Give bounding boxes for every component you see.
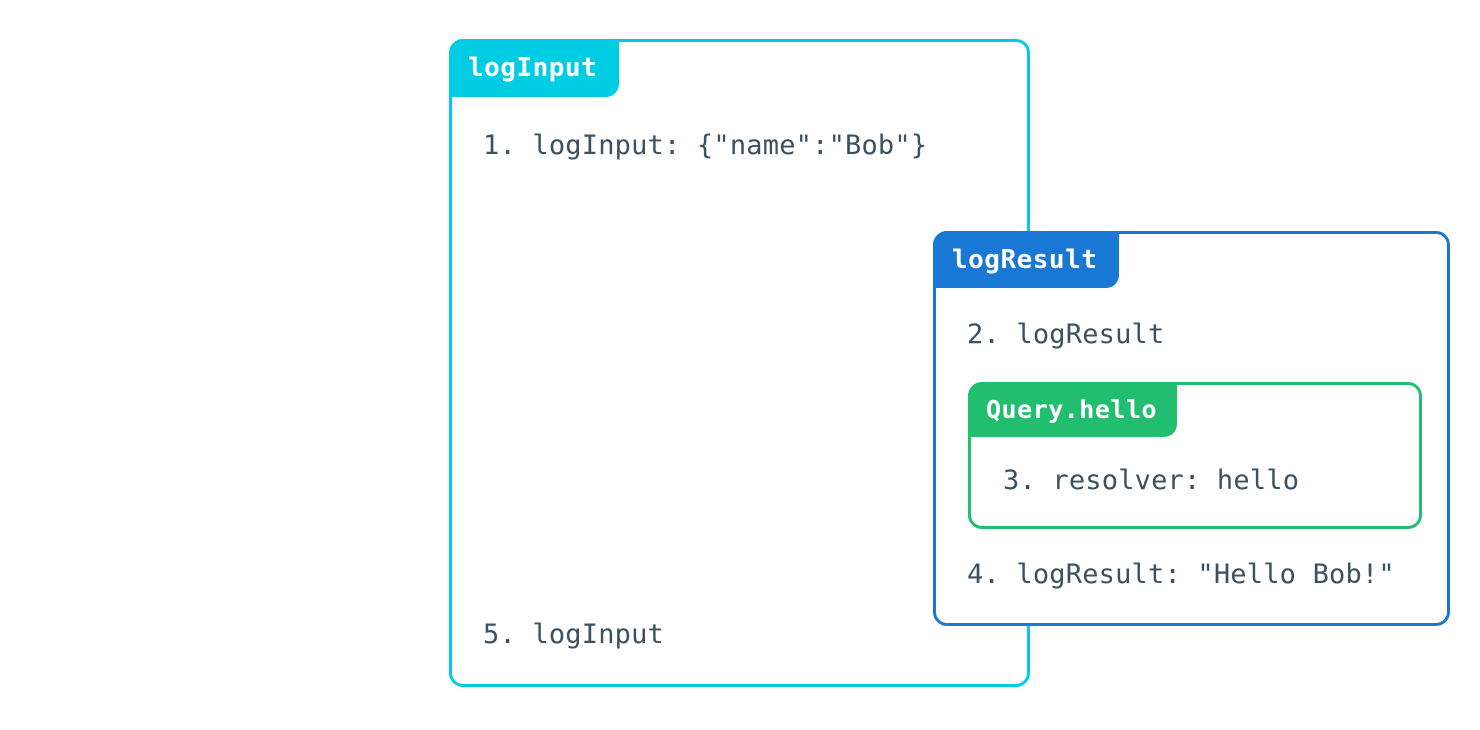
trace-box-logresult: logResult 2. logResult Query.hello 3. re… <box>933 231 1450 626</box>
trace-line-1: 1. logInput: {"name":"Bob"} <box>483 130 928 161</box>
box-label-logresult: logResult <box>933 231 1120 288</box>
trace-line-3: 3. resolver: hello <box>1003 465 1300 496</box>
box-label-loginput: logInput <box>449 39 620 97</box>
box-label-query-hello: Query.hello <box>968 382 1178 437</box>
trace-line-5: 5. logInput <box>483 619 665 650</box>
trace-box-query-hello: Query.hello 3. resolver: hello <box>968 382 1422 529</box>
trace-box-loginput: logInput 1. logInput: {"name":"Bob"} log… <box>449 39 1450 687</box>
trace-line-2: 2. logResult <box>967 319 1165 350</box>
trace-line-4: 4. logResult: "Hello Bob!" <box>967 559 1395 590</box>
